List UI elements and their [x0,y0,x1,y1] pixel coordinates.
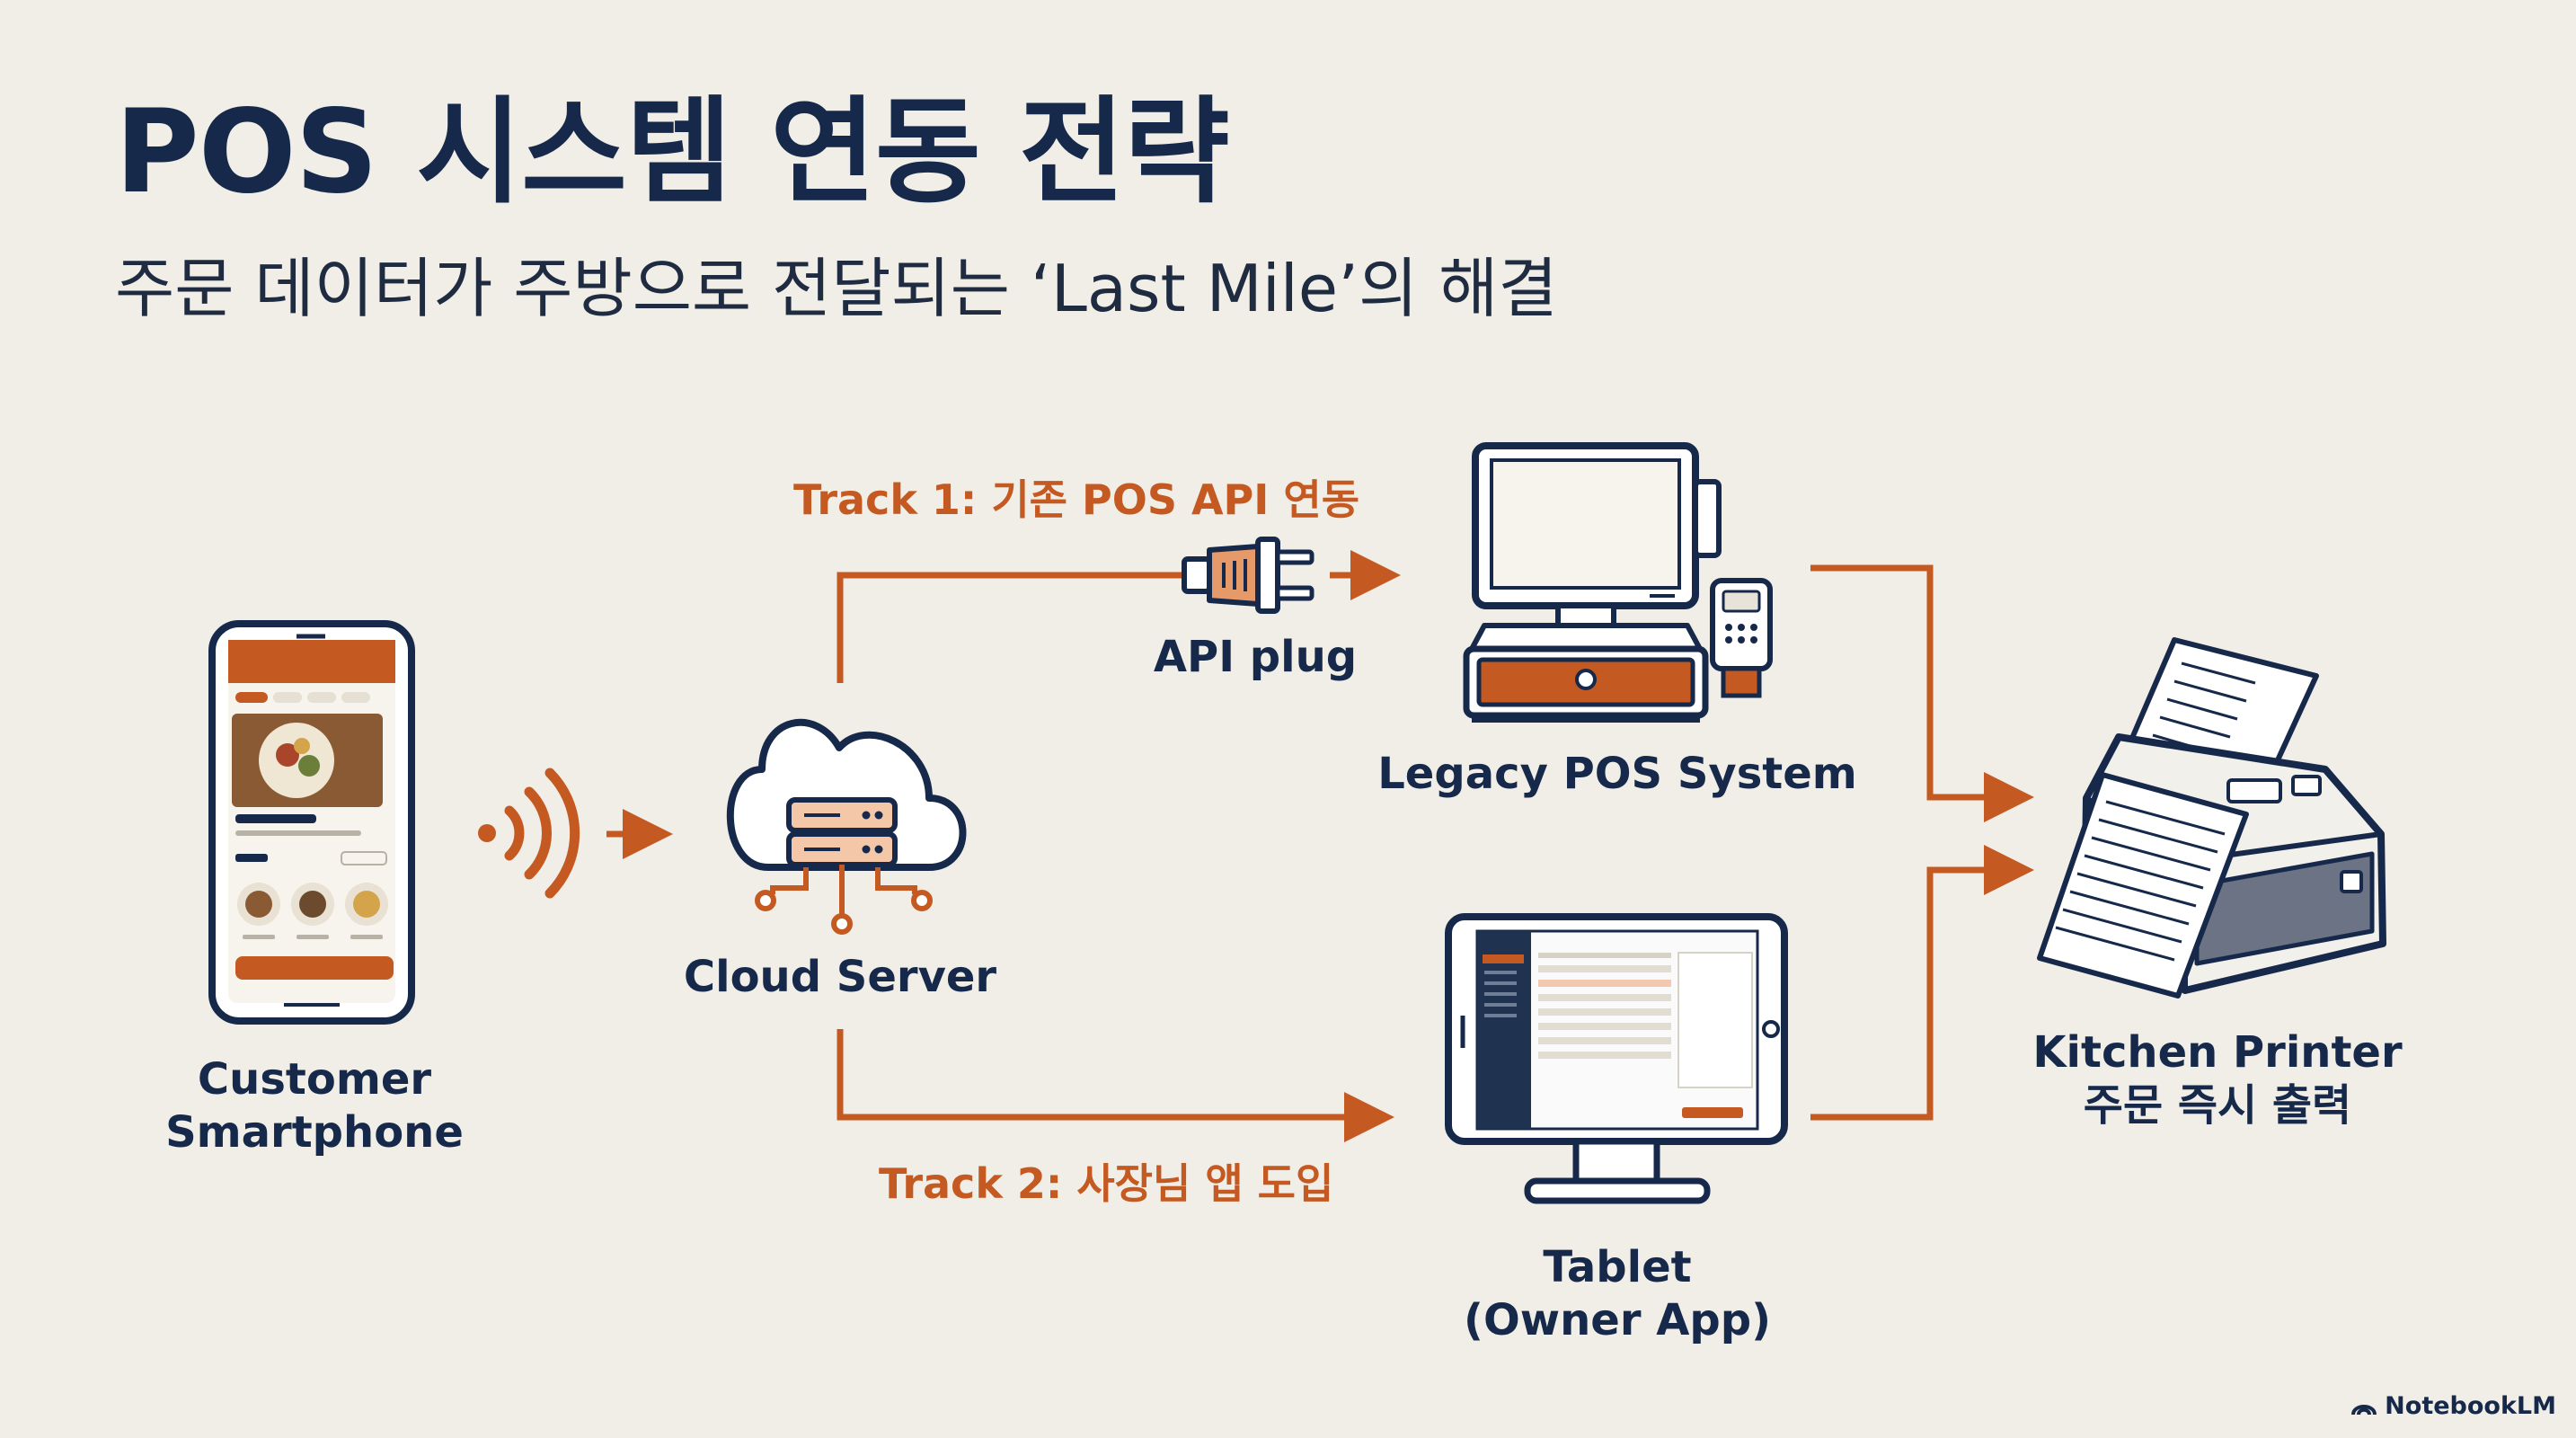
track2-label: Track 2: 사장님 앱 도입 [879,1159,1334,1208]
smartphone-label: Customer Smartphone [126,1053,503,1158]
cloud-server-icon [726,718,967,935]
track2-line [837,1029,1394,1142]
page-subtitle: 주문 데이터가 주방으로 전달되는 ‘Last Mile’의 해결 [115,251,1558,326]
track1-line [837,572,1184,683]
track1-label: Track 1: 기존 POS API 연동 [793,475,1360,524]
legacy-pos-label: Legacy POS System [1377,749,1857,799]
notebooklm-logo: NotebookLM [2350,1392,2556,1420]
cloud-server-label: Cloud Server [683,952,997,1002]
wireless-signal-icon [478,768,580,899]
connectors [606,550,2034,1142]
kitchen-printer-icon [2037,637,2386,999]
tablet-to-printer-line [1810,845,2034,1121]
notebooklm-logo-text: NotebookLM [2385,1392,2556,1420]
api-plug-icon [1182,537,1315,614]
pos-to-printer-line [1810,564,2034,822]
legacy-pos-icon [1463,442,1773,723]
smartphone-label-line2: Smartphone [165,1106,464,1158]
notebooklm-logo-icon [2351,1404,2377,1415]
kitchen-printer-label-line1: Kitchen Printer [2032,1027,2403,1078]
tablet-label-line2: (Owner App) [1464,1294,1771,1345]
smartphone-label-line1: Customer [197,1054,432,1105]
tablet-label: Tablet (Owner App) [1384,1241,1851,1346]
kitchen-printer-label-line2: 주문 즉시 출력 [2083,1079,2352,1131]
tablet-label-line1: Tablet [1543,1242,1692,1292]
smartphone-icon [208,620,415,1025]
api-plug-label: API plug [1153,632,1358,682]
page-title: POS 시스템 연동 전략 [115,85,1230,219]
tablet-icon [1445,913,1788,1204]
kitchen-printer-label: Kitchen Printer 주문 즉시 출력 [1959,1026,2476,1132]
